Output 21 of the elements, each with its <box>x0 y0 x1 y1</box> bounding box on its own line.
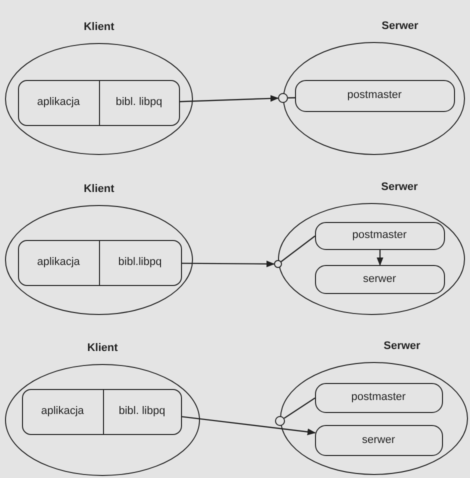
group-heading: Serwer <box>382 19 418 34</box>
process-box: postmaster <box>314 222 444 250</box>
group-heading: Serwer <box>381 180 418 195</box>
process-box: serwer <box>314 424 442 456</box>
process-box: postmaster <box>314 382 442 412</box>
group-heading: Klient <box>87 341 118 356</box>
connector-arrow <box>182 416 316 436</box>
process-box: bibl.libpq <box>100 240 182 286</box>
group-heading: Serwer <box>384 339 420 354</box>
process-box: postmaster <box>294 80 454 112</box>
process-box: serwer <box>314 264 444 294</box>
process-box: aplikacja <box>22 388 104 434</box>
connector-arrow <box>376 250 384 266</box>
group-heading: Klient <box>84 20 114 35</box>
connector-arrow <box>182 260 275 268</box>
connector-arrow <box>180 95 279 102</box>
process-box: bibl. libpq <box>100 80 180 126</box>
process-box: bibl. libpq <box>104 388 182 434</box>
group-heading: Klient <box>84 182 114 197</box>
process-box: aplikacja <box>18 80 100 126</box>
process-box: aplikacja <box>18 240 100 286</box>
